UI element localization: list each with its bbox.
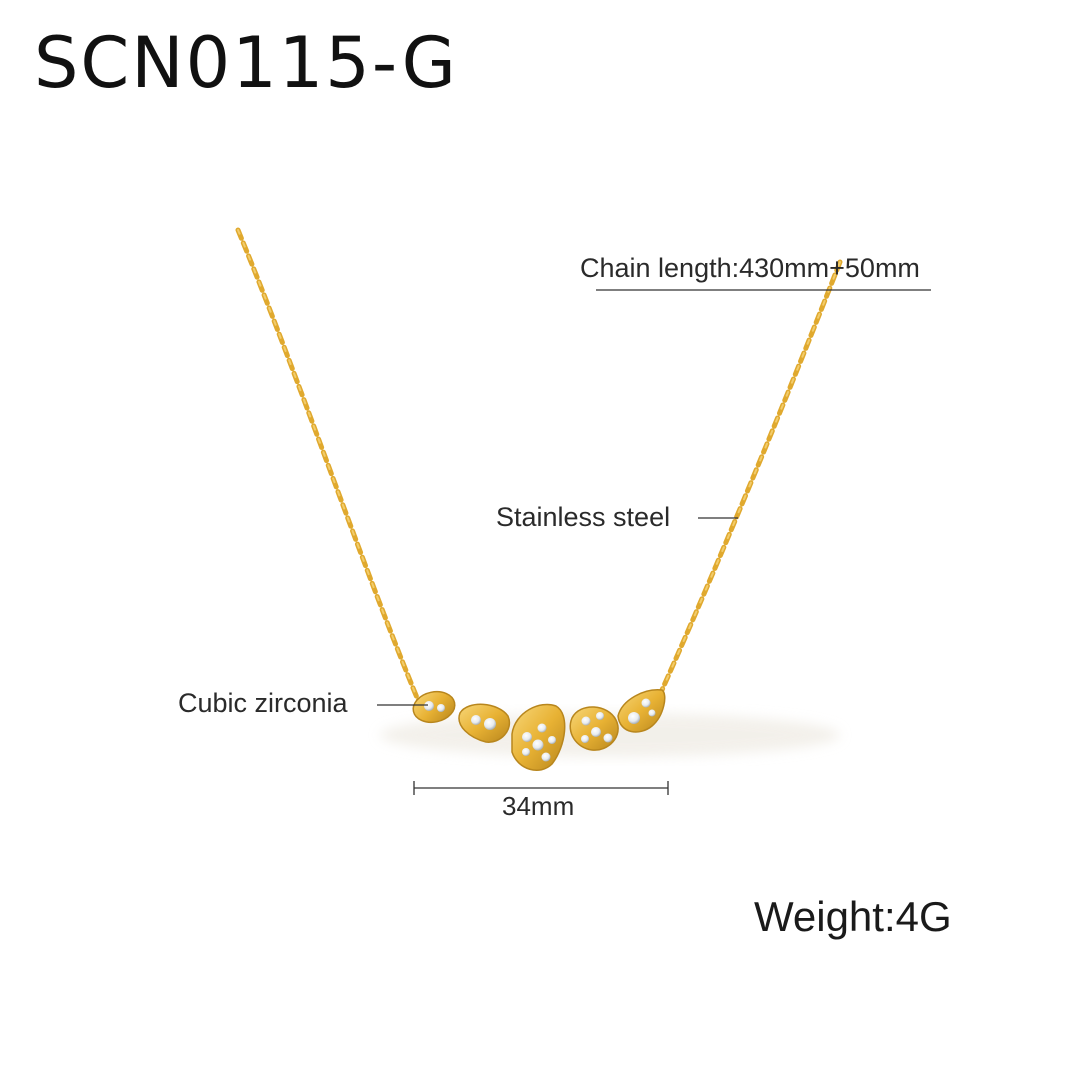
pendant-segment-1 [412, 690, 456, 724]
chain-right [659, 259, 843, 693]
material-label: Stainless steel [496, 502, 671, 532]
weight-label: Weight:4G [754, 893, 952, 940]
width-dimension-line [413, 781, 669, 795]
stone-label: Cubic zirconia [178, 688, 348, 718]
chain-length-label: Chain length:430mm+50mm [580, 253, 920, 283]
pendant-width-label: 34mm [502, 791, 575, 821]
pendant [412, 689, 666, 771]
pendant-segment-3 [511, 703, 566, 771]
product-code-title: SCN0115-G [34, 22, 458, 104]
